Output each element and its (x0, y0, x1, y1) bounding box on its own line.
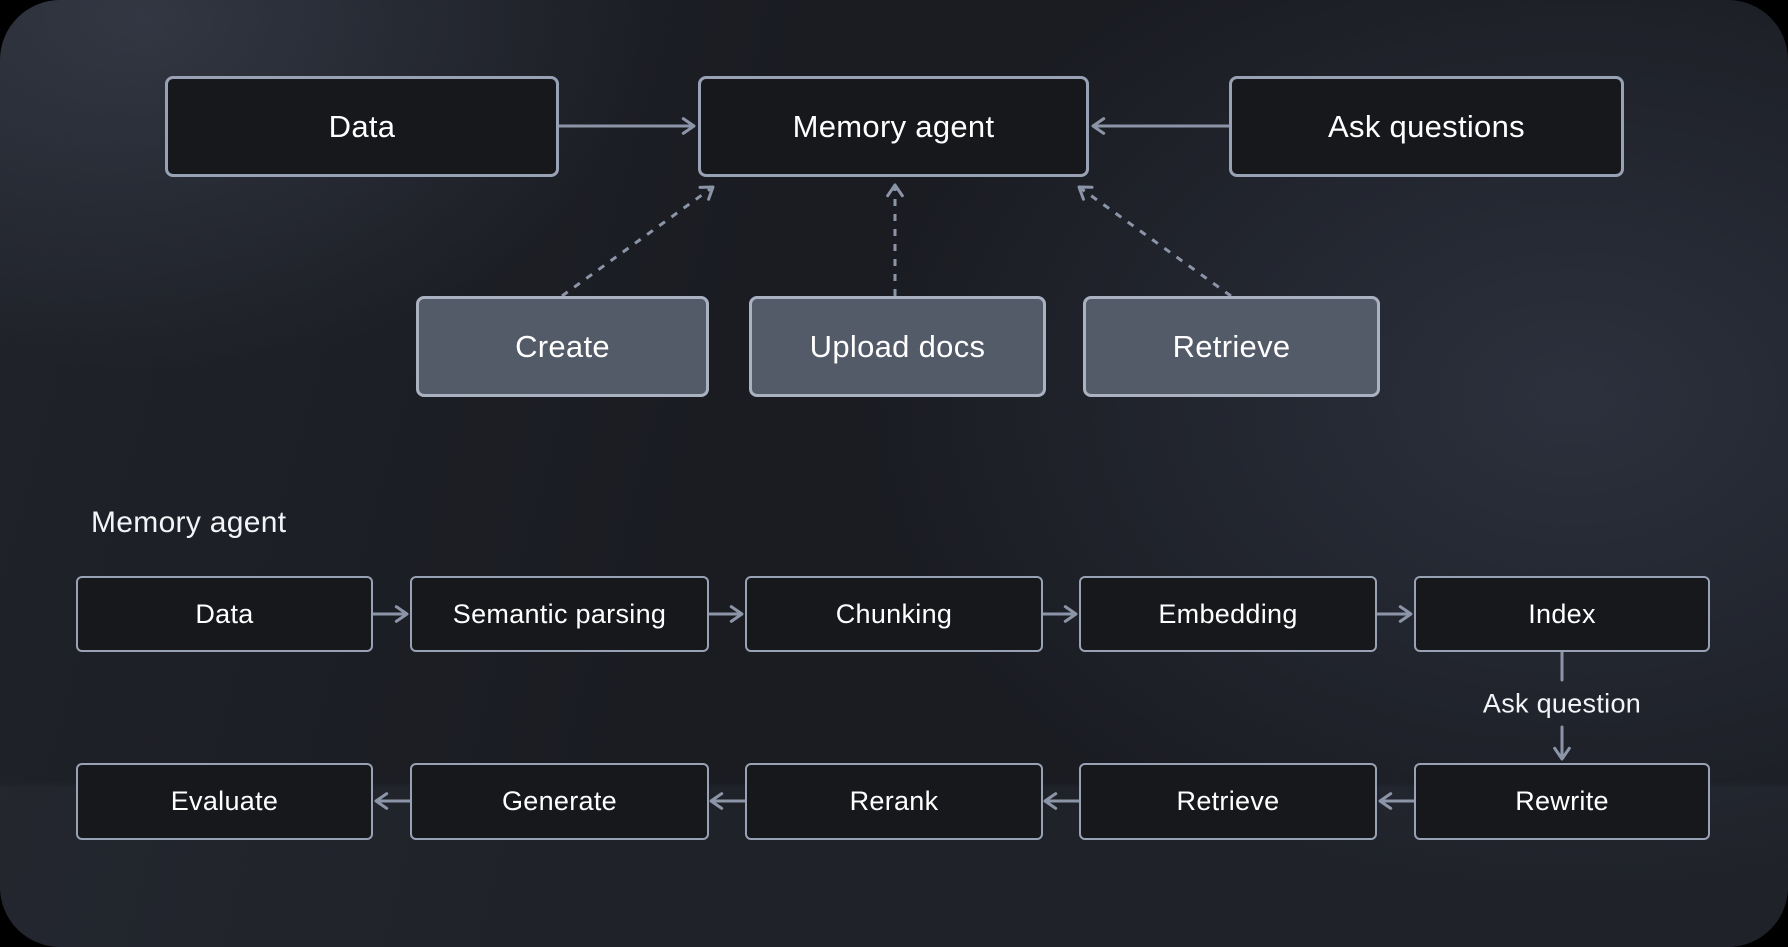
node-semantic-parsing: Semantic parsing (410, 576, 709, 652)
node-memory-agent: Memory agent (698, 76, 1089, 177)
node-label-chunking: Chunking (835, 598, 953, 629)
node-label-create: Create (515, 328, 610, 364)
node-retrieve: Retrieve (1083, 296, 1380, 397)
node-label-embedding: Embedding (1158, 598, 1298, 629)
node-upload-docs: Upload docs (749, 296, 1046, 397)
edge-label-ask-question: Ask question (1482, 688, 1642, 719)
node-label-retrieve: Retrieve (1172, 328, 1291, 364)
node-label-semantic-parsing: Semantic parsing (452, 598, 667, 629)
node-rewrite: Rewrite (1414, 763, 1710, 840)
node-index: Index (1414, 576, 1710, 652)
edge-arrowhead (1378, 792, 1393, 810)
node-chunking: Chunking (745, 576, 1043, 652)
node-generate: Generate (410, 763, 709, 840)
edge-arrowhead (1063, 605, 1078, 623)
edge-arrowhead (681, 117, 696, 135)
node-embedding: Embedding (1079, 576, 1377, 652)
node-label-rerank: Rerank (849, 786, 939, 816)
node-label-upload-docs: Upload docs (809, 328, 986, 364)
edge-line (1080, 187, 1232, 298)
node-evaluate: Evaluate (76, 763, 373, 840)
node-label-ask-questions: Ask questions (1328, 108, 1525, 144)
edge-arrowhead (1553, 746, 1571, 761)
node-ask-questions: Ask questions (1229, 76, 1624, 177)
node-label-retrieve-2: Retrieve (1176, 786, 1280, 816)
node-label-memory-agent: Memory agent (792, 108, 995, 144)
edge-arrowhead (394, 605, 409, 623)
edge-arrowhead (1091, 117, 1106, 135)
edge-line (561, 187, 712, 298)
edge-arrowhead (1398, 605, 1413, 623)
node-label-data: Data (328, 108, 396, 144)
node-label-data-2: Data (195, 598, 254, 629)
edge-arrowhead (729, 605, 744, 623)
edge-arrowhead (1043, 792, 1058, 810)
node-label-evaluate: Evaluate (170, 786, 279, 816)
node-data: Data (165, 76, 559, 177)
edge-arrowhead (698, 185, 715, 201)
node-create: Create (416, 296, 709, 397)
node-retrieve-2: Retrieve (1079, 763, 1377, 840)
node-rerank: Rerank (745, 763, 1043, 840)
edge-arrowhead (886, 183, 904, 198)
node-data-2: Data (76, 576, 373, 652)
edge-arrowhead (374, 792, 389, 810)
node-label-generate: Generate (502, 786, 617, 816)
edge-arrowhead (1077, 185, 1094, 201)
node-label-index: Index (1528, 598, 1596, 629)
edge-arrowhead (709, 792, 724, 810)
section-label-memory-agent: Memory agent (91, 506, 287, 539)
node-label-rewrite: Rewrite (1515, 786, 1609, 816)
